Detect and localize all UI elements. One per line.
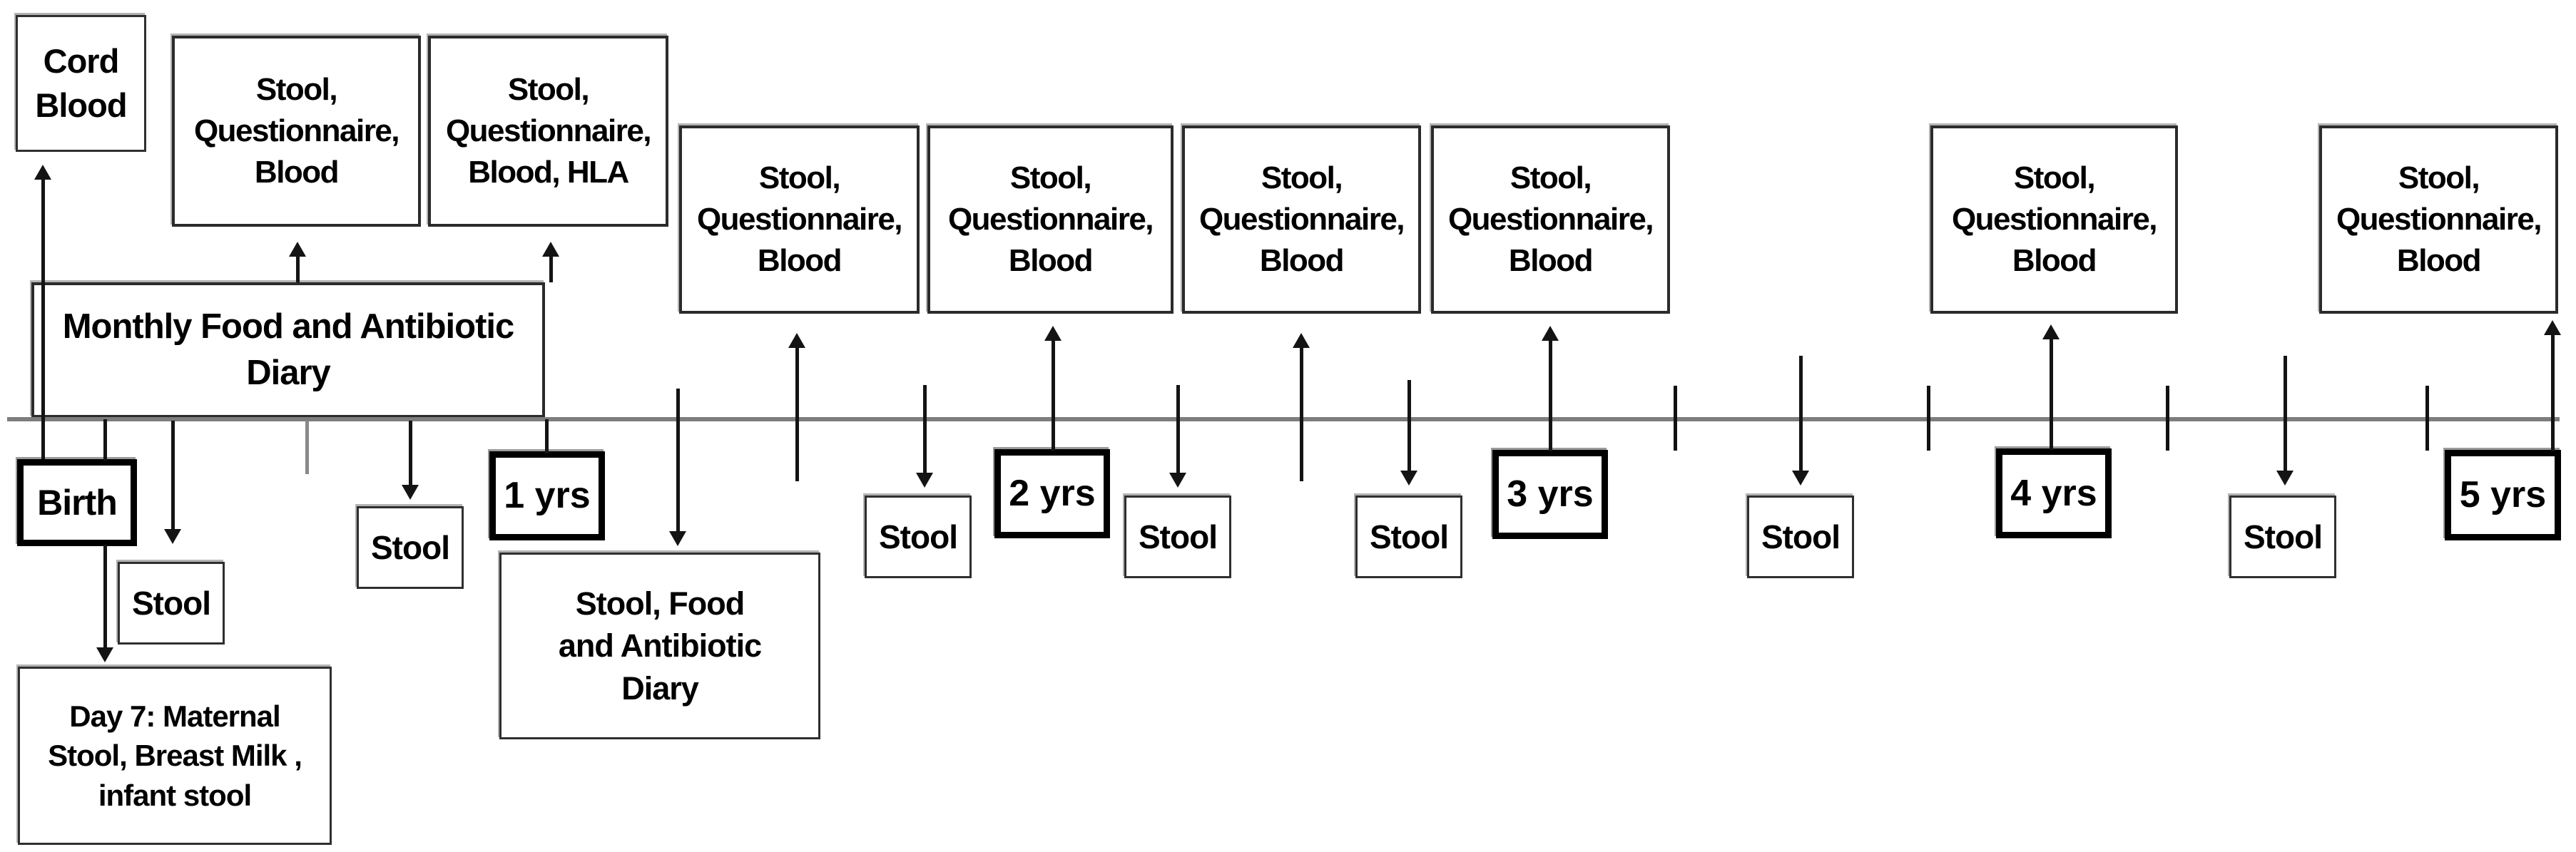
arrow-birth-to-day7-shaft — [103, 545, 107, 650]
box-visit-stool-quest-blood-4: Stool, Questionnaire, Blood — [1182, 125, 1421, 314]
arrow-line-to-stool-6-shaft — [1799, 356, 1803, 473]
box-visit-stool-quest-blood-5: Stool, Questionnaire, Blood — [1431, 125, 1670, 314]
arrow-year4-to-visit-6-head — [2042, 324, 2060, 339]
arrow-birth-to-day7 — [96, 545, 113, 662]
arrow-line-to-stool-7-head — [2276, 471, 2294, 486]
arrow-line-to-visit-4 — [1293, 333, 1310, 481]
arrow-line-to-stool-2-shaft — [409, 421, 412, 488]
arrow-birth-to-cord-blood-head — [34, 165, 51, 180]
arrow-year3-to-visit-5-head — [1542, 326, 1559, 341]
tick-4 — [2425, 386, 2429, 451]
connector-line-to-birth — [96, 419, 113, 461]
box-cord-blood: Cord Blood — [16, 15, 146, 152]
halfyear-stub — [298, 421, 315, 474]
arrow-line-to-stool-3 — [916, 385, 933, 488]
box-day7-maternal: Day 7: Maternal Stool, Breast Milk , inf… — [18, 667, 332, 845]
arrow-line-to-stool-4-shaft — [1176, 385, 1180, 476]
connector-line-to-year-1-shaft — [545, 419, 549, 453]
box-stool-5: Stool — [1355, 496, 1462, 578]
arrow-year4-to-visit-6-shaft — [2050, 337, 2053, 450]
arrow-year2-to-visit-3-head — [1044, 326, 1062, 341]
arrow-line-to-food-diary — [669, 389, 686, 546]
box-year-1: 1 yrs — [489, 451, 605, 540]
arrow-line-to-stool-3-shaft — [923, 385, 927, 476]
halfyear-stub-shaft — [305, 421, 309, 474]
arrow-diary-to-visit-hla-shaft — [549, 254, 553, 282]
box-stool-6: Stool — [1747, 496, 1854, 578]
box-birth: Birth — [17, 459, 137, 546]
arrow-line-to-visit-2 — [788, 333, 805, 481]
connector-line-to-year-1 — [538, 419, 555, 453]
box-stool-3: Stool — [865, 496, 972, 578]
arrow-year5-to-visit-7-shaft — [2551, 332, 2555, 451]
box-visit-stool-quest-blood-hla: Stool, Questionnaire, Blood, HLA — [428, 36, 668, 227]
arrow-diary-to-visit-1 — [289, 242, 306, 282]
arrow-line-to-food-diary-shaft — [676, 389, 680, 534]
arrow-line-to-stool-6 — [1792, 356, 1809, 486]
box-year-4: 4 yrs — [1996, 448, 2112, 538]
arrow-line-to-stool-3-head — [916, 473, 933, 488]
box-year-2: 2 yrs — [994, 449, 1110, 538]
arrow-line-to-stool-4-head — [1169, 473, 1186, 488]
box-visit-stool-quest-blood-7: Stool, Questionnaire, Blood — [2319, 125, 2558, 314]
tick-1 — [1674, 386, 1677, 451]
box-visit-stool-quest-blood-2: Stool, Questionnaire, Blood — [679, 125, 920, 314]
arrow-line-to-stool-7 — [2276, 356, 2294, 486]
connector-line-to-birth-shaft — [103, 419, 107, 461]
arrow-year4-to-visit-6 — [2042, 324, 2060, 450]
arrow-line-to-stool-5 — [1400, 380, 1417, 486]
arrow-diary-to-visit-hla — [542, 242, 559, 282]
arrow-diary-to-visit-1-head — [289, 242, 306, 257]
arrow-year3-to-visit-5 — [1542, 326, 1559, 451]
arrow-year3-to-visit-5-shaft — [1549, 338, 1552, 451]
arrow-line-to-stool-7-shaft — [2284, 356, 2287, 473]
box-visit-stool-quest-blood-1: Stool, Questionnaire, Blood — [172, 36, 421, 227]
arrow-birth-to-cord-blood — [34, 165, 51, 459]
box-stool-food-diary: Stool, Food and Antibiotic Diary — [499, 553, 820, 739]
arrow-birth-to-cord-blood-shaft — [41, 177, 45, 459]
arrow-line-to-visit-2-head — [788, 333, 805, 348]
arrow-line-to-stool-1-shaft — [171, 421, 175, 532]
arrow-line-to-visit-4-head — [1293, 333, 1310, 348]
arrow-year5-to-visit-7 — [2544, 320, 2561, 451]
box-stool-7: Stool — [2229, 496, 2336, 578]
box-year-3: 3 yrs — [1492, 450, 1608, 539]
arrow-birth-to-day7-head — [96, 647, 113, 662]
arrow-year2-to-visit-3 — [1044, 326, 1062, 451]
box-monthly-diary: Monthly Food and Antibiotic Diary — [31, 282, 545, 418]
arrow-line-to-stool-5-shaft — [1407, 380, 1411, 473]
tick-2 — [1927, 386, 1930, 451]
box-stool-1: Stool — [118, 562, 225, 645]
box-stool-4: Stool — [1124, 496, 1231, 578]
arrow-line-to-food-diary-head — [669, 531, 686, 546]
timeline-axis — [7, 417, 2560, 421]
box-stool-2: Stool — [357, 506, 464, 589]
arrow-line-to-stool-4 — [1169, 385, 1186, 488]
box-year-5: 5 yrs — [2445, 450, 2561, 540]
arrow-line-to-stool-5-head — [1400, 471, 1417, 486]
arrow-line-to-stool-1-head — [164, 529, 181, 544]
arrow-year5-to-visit-7-head — [2544, 320, 2561, 335]
tick-3 — [2166, 386, 2169, 451]
arrow-line-to-stool-2 — [402, 421, 419, 500]
box-visit-stool-quest-blood-6: Stool, Questionnaire, Blood — [1930, 125, 2178, 314]
arrow-year2-to-visit-3-shaft — [1052, 338, 1055, 451]
arrow-diary-to-visit-1-shaft — [296, 254, 300, 282]
arrow-line-to-visit-4-shaft — [1300, 345, 1303, 481]
arrow-line-to-stool-6-head — [1792, 471, 1809, 486]
arrow-line-to-stool-2-head — [402, 485, 419, 500]
arrow-line-to-visit-2-shaft — [795, 345, 799, 481]
arrow-line-to-stool-1 — [164, 421, 181, 544]
arrow-diary-to-visit-hla-head — [542, 242, 559, 257]
box-visit-stool-quest-blood-3: Stool, Questionnaire, Blood — [927, 125, 1174, 314]
